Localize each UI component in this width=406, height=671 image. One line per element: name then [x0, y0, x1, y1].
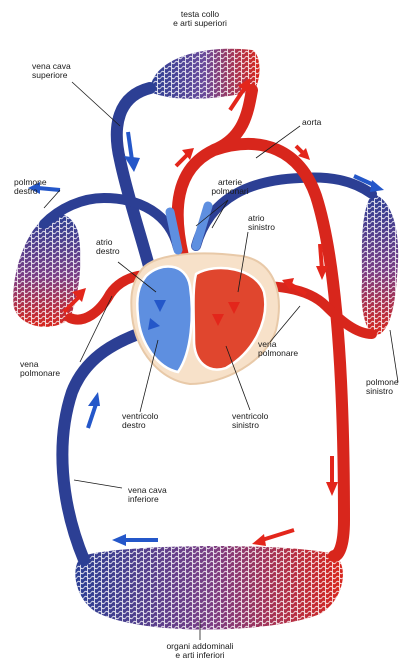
label-left-ventricle: ventricolo sinistro	[232, 412, 268, 430]
label-inferior-vena-cava: vena cava inferiore	[128, 486, 167, 504]
label-pulmonary-vein-left: vena polmonare	[258, 340, 298, 358]
arrow-left-lung-in-head	[370, 180, 384, 192]
capillary-bed-right-lung	[13, 214, 80, 327]
label-left-atrium: atrio sinistro	[248, 214, 275, 232]
label-pulmonary-vein-right: vena polmonare	[20, 360, 60, 378]
arrow-inferior-vena-cava	[88, 404, 96, 428]
label-right-atrium: atrio destro	[96, 238, 120, 256]
label-right-lung: polmone destro	[14, 178, 47, 196]
arrow-superior-vena-cava	[128, 132, 132, 160]
label-left-lung: polmone sinistro	[366, 378, 399, 396]
capillary-bed-lower-body	[75, 546, 343, 630]
label-superior-vena-cava: vena cava superiore	[32, 62, 71, 80]
label-head-neck-arms: testa collo e arti superiori	[150, 10, 250, 28]
label-pulmonary-arteries: arterie polmonari	[200, 178, 260, 196]
right-heart-chambers	[137, 267, 192, 372]
arrow-lower-body-arterial	[262, 530, 294, 540]
arrow-lower-body-arterial-head	[252, 534, 266, 546]
arrow-descending-aorta-2-head	[326, 482, 338, 496]
arrow-lower-body-venous-head	[112, 534, 126, 546]
label-right-ventricle: ventricolo destro	[122, 412, 158, 430]
arrow-aortic-arch	[176, 154, 188, 166]
arrow-inferior-vena-cava-head	[88, 392, 100, 406]
inferior-vena-cava-vessel	[62, 330, 150, 560]
superior-vena-cava-vessel	[117, 88, 150, 270]
label-abdominal-organs-legs: organi addominali e arti inferiori	[140, 642, 260, 660]
label-aorta: aorta	[302, 118, 321, 127]
capillary-bed-left-lung	[362, 194, 399, 334]
